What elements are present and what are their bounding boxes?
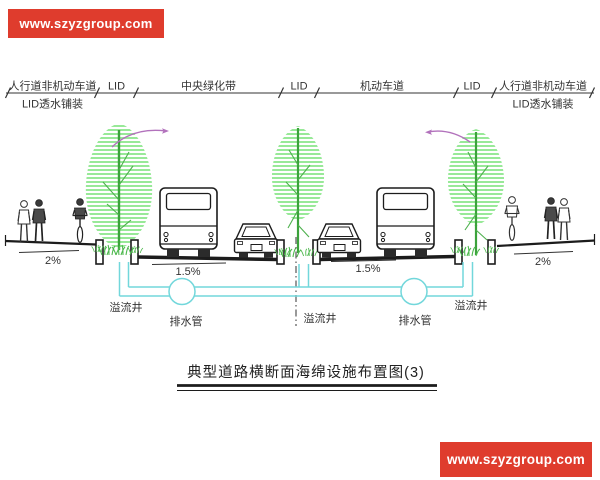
left-sidewalk-slope-label: 2% <box>45 255 61 267</box>
left-planter-group <box>91 239 144 265</box>
right-road-slope-label: 1.5% <box>355 263 380 275</box>
pedestrian-man-left <box>31 198 47 242</box>
right-lamp-arc-icon <box>425 129 471 143</box>
right-downpipe <box>462 262 474 296</box>
section-label-lid-1: LID <box>108 81 125 93</box>
dimension-ticks <box>4 87 596 99</box>
cyclist-right <box>503 195 521 241</box>
drain-well-left <box>168 277 196 306</box>
bus-right <box>376 187 435 258</box>
watermark-url-text: www.szyzgroup.com <box>446 452 586 467</box>
drain-pipe-label-left: 排水管 <box>170 314 203 328</box>
title-group: 典型道路横断面海绵设施布置图(3) <box>177 364 437 392</box>
watermark-banner-bottom-right: www.szyzgroup.com <box>440 442 592 477</box>
center-tree-branches <box>285 149 311 238</box>
section-sublabel-right-lid-paving: LID透水铺装 <box>512 98 573 111</box>
left-tree-branches <box>102 151 134 231</box>
pedestrian-woman-right <box>557 197 571 241</box>
pedestrian-woman-left <box>17 199 31 243</box>
right-roadway-group: 1.5% <box>316 187 456 275</box>
car-left <box>233 223 279 259</box>
right-sidewalk-group: 2% <box>496 195 596 268</box>
pedestrian-man-right <box>543 196 559 240</box>
section-label-lid-2: LID <box>290 81 307 93</box>
section-label-left-sidewalk: 人行道非机动车道 <box>9 79 97 93</box>
left-road-slope-label: 1.5% <box>175 266 200 278</box>
section-sublabel-left-lid-paving: LID透水铺装 <box>22 98 83 111</box>
right-planter-group <box>450 239 500 265</box>
drain-well-right <box>400 277 428 306</box>
center-downpipe <box>298 264 310 287</box>
grass-tuft <box>127 245 144 254</box>
watermark-banner-top-left: www.szyzgroup.com <box>8 9 164 38</box>
section-label-motor-lane: 机动车道 <box>360 79 404 93</box>
section-label-right-sidewalk: 人行道非机动车道 <box>499 79 587 93</box>
watermark-url-text: www.szyzgroup.com <box>19 16 153 31</box>
center-street-tree <box>271 126 325 253</box>
left-sidewalk-group: 2% <box>4 197 97 267</box>
car-right <box>316 223 362 259</box>
left-roadway-group: 1.5% <box>137 187 279 278</box>
drainage-labels-group: 溢流井 排水管 溢流井 排水管 溢流井 <box>110 298 488 328</box>
overflow-well-label-center: 溢流井 <box>304 311 337 325</box>
section-label-lid-3: LID <box>463 81 480 93</box>
grass-tuft <box>450 245 467 254</box>
drainage-network-group <box>118 262 474 306</box>
left-downpipe <box>118 262 130 296</box>
grass-tuft <box>483 245 500 254</box>
drawing-title: 典型道路横断面海绵设施布置图(3) <box>187 364 425 381</box>
cyclist-left <box>71 197 89 244</box>
drain-pipe-label-right: 排水管 <box>399 313 432 327</box>
dimension-line-group: 人行道非机动车道 LID透水铺装 LID 中央绿化带 LID 机动车道 LID … <box>4 79 596 111</box>
right-sidewalk-slope-label: 2% <box>535 256 551 268</box>
bus-left <box>159 187 218 258</box>
overflow-well-label-left: 溢流井 <box>110 300 143 314</box>
overflow-well-label-right: 溢流井 <box>455 298 488 312</box>
right-street-tree <box>447 129 505 255</box>
left-street-tree <box>85 123 153 250</box>
section-label-central-green-belt: 中央绿化带 <box>181 79 236 93</box>
left-lamp-arc-icon <box>111 128 169 148</box>
right-tree-branches <box>462 151 489 241</box>
